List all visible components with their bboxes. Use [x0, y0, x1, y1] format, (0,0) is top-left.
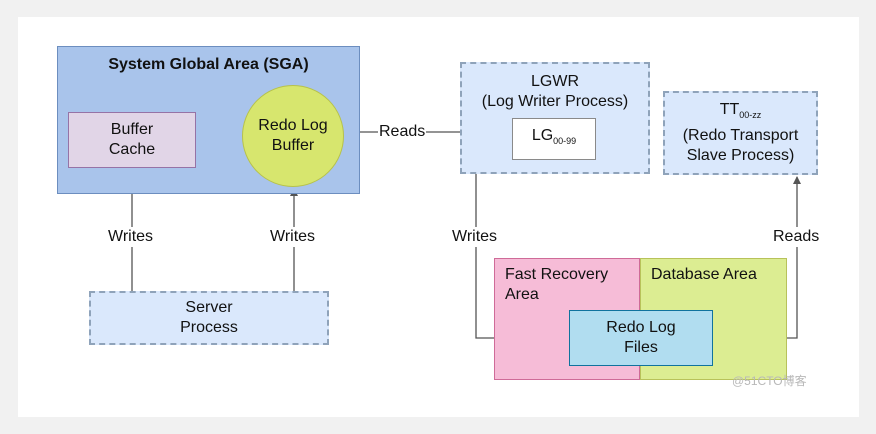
- lgwr-subtitle: (Log Writer Process): [481, 93, 629, 110]
- redo-log-files-box: Redo Log Files: [569, 310, 713, 366]
- tt-main-label: TT: [719, 101, 740, 119]
- reads-label-lgwr: Reads: [378, 122, 427, 142]
- lg-main-label: LG: [531, 127, 554, 145]
- redo-log-buffer-label: Redo Log Buffer: [258, 117, 328, 154]
- writes-label-cache: Writes: [107, 227, 155, 247]
- redo-log-files-label: Redo Log Files: [606, 319, 676, 356]
- server-process-box: Server Process: [89, 291, 329, 345]
- writes-label-buffer: Writes: [269, 227, 317, 247]
- fast-recovery-label: Fast Recovery Area: [505, 266, 609, 303]
- writes-label-lgwr: Writes: [451, 227, 499, 247]
- buffer-cache-box: Buffer Cache: [68, 112, 196, 168]
- buffer-cache-label: Buffer Cache: [108, 121, 156, 158]
- watermark: @51CTO博客: [732, 374, 807, 388]
- lgwr-title: LGWR: [531, 73, 579, 90]
- database-area-label: Database Area: [651, 266, 757, 283]
- lg-subprocess-box: LG00-99: [512, 118, 596, 160]
- tt-line2: (Redo Transport: [682, 126, 799, 144]
- tt-sub-label: 00-zz: [739, 110, 762, 121]
- server-process-label: Server Process: [180, 299, 238, 336]
- lg-sub-label: 00-99: [553, 136, 577, 147]
- tt-process-box: TT00-zz (Redo Transport Slave Process): [663, 91, 818, 175]
- redo-log-buffer-circle: Redo Log Buffer: [242, 85, 344, 187]
- sga-title: System Global Area (SGA): [108, 56, 309, 73]
- tt-line3: Slave Process): [686, 146, 795, 164]
- reads-label-tt: Reads: [772, 227, 821, 247]
